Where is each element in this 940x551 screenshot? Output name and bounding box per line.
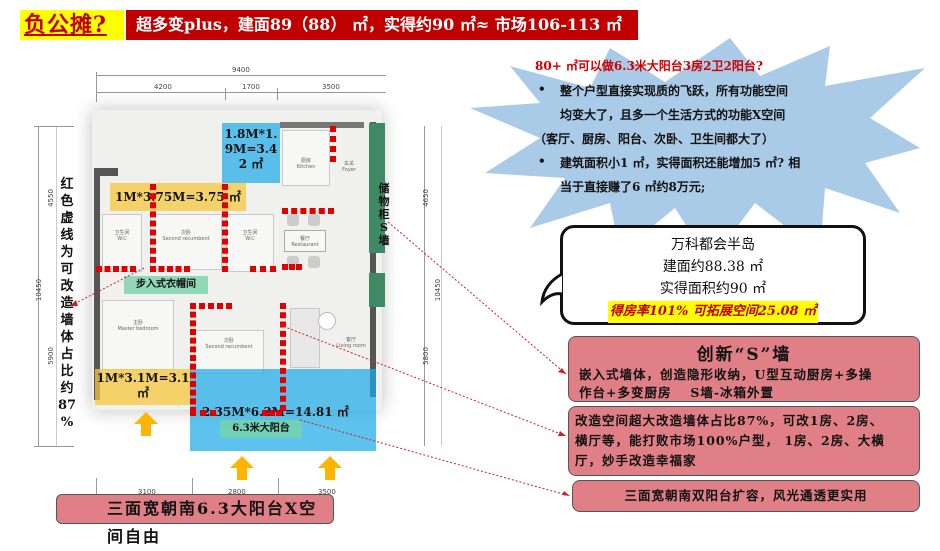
dim-top-seg: 4200 [154, 83, 172, 91]
renovation-line: 横厅等，能打败市场100%户型， 1房、2房、大横 [575, 433, 885, 448]
starburst-shape [470, 38, 925, 263]
connector-lines [69, 221, 571, 497]
dim-top-total: 9400 [232, 66, 250, 74]
s-wall-line: 作台+多变厨房 S墙-冰箱外置 [579, 385, 775, 400]
modifiable-wall [150, 266, 190, 272]
dim-tick [96, 72, 97, 102]
s-wall-title: 创新“S”墙 [696, 345, 792, 365]
chair-icon [287, 214, 299, 226]
burst-text-line: 均变大了，且多一个生活方式的功能X空间 [560, 108, 786, 122]
efficiency-highlight: 得房率101% 可拓展空间25.08 ㎡ [607, 301, 819, 323]
modifiable-wall [330, 126, 336, 162]
south-facing-text: 三面宽朝南双阳台扩容，风光通透更实用 [624, 488, 868, 503]
chair-icon [308, 256, 320, 268]
dim-tick [34, 126, 74, 127]
dim-line-left-total [38, 126, 39, 446]
sofa-icon [290, 308, 320, 368]
room-restaurant: 餐厅 Restaurant [284, 230, 326, 252]
wall [280, 122, 364, 128]
dim-tick [225, 88, 226, 100]
dim-bottom-seg: 3500 [318, 488, 336, 496]
blue-zone-top: 1.8M*1. 9M=3.4 2 ㎡ [222, 123, 280, 183]
dim-line-top-segments [96, 92, 386, 93]
burst-text-line: 整个户型直接实现质的飞跃，所有功能空间 [560, 84, 789, 98]
south-facing-box: 三面宽朝南双阳台扩容，风光通透更实用 [572, 480, 920, 512]
dim-tick [277, 88, 278, 100]
room-living-room: 客厅 Living room [336, 337, 366, 349]
burst-title: 80+ ㎡可以做6.3米大阳台3房2卫2阳台? [535, 59, 763, 73]
s-wall-box: 创新“S”墙 嵌入式墙体，创造隐形收纳，U型互动厨房+多操 作台+多变厨房 S墙… [568, 336, 920, 402]
modifiable-wall [262, 410, 282, 416]
room-kitchen: 厨房 Kitchen [282, 130, 330, 186]
left-vertical-note: 红 色 虚 线 为 可 改 造 墙 体 占 比 约 87 % [57, 177, 77, 430]
dim-tick [96, 478, 97, 498]
arrow-up-icon [134, 412, 158, 436]
wall [370, 122, 376, 397]
modifiable-wall [190, 410, 216, 416]
storage-tag: 储 物 柜 S 墙 [378, 182, 390, 247]
burst-text-line: 当于直接赚了6 ㎡约8万元; [560, 180, 706, 194]
build-area: 建面约88.38 ㎡ [662, 259, 764, 275]
modifiable-wall [282, 208, 334, 214]
room-second-bedroom-top: 次卧 Second recumbent [150, 214, 222, 270]
modifiable-wall [96, 266, 136, 272]
dim-top-seg: 1700 [242, 83, 260, 91]
storage-s-wall [369, 123, 385, 253]
header-tag: 负公摊? [20, 10, 124, 40]
burst-text-line: （客厅、厨房、阳台、次卧、卫生间都大了） [534, 132, 775, 146]
modifiable-wall [280, 303, 286, 411]
wall [94, 168, 100, 400]
dim-tick [34, 446, 74, 447]
dim-line-right-total [424, 126, 425, 446]
wall [94, 168, 118, 176]
bullet-dot-icon: • [538, 82, 546, 96]
dim-bottom-seg: 2800 [228, 488, 246, 496]
dim-line-right-seg [441, 126, 442, 446]
cloakroom-tag: 步入式衣帽间 [124, 276, 208, 294]
modifiable-wall [282, 264, 302, 270]
dim-line-top-total [96, 75, 386, 76]
arrow-up-icon [318, 456, 342, 480]
arrow-up-icon [230, 456, 254, 480]
bottom-banner: 三面宽朝南6.3大阳台X空间自由 [56, 494, 334, 546]
chair-icon [308, 214, 320, 226]
room-wc-1: 卫生间 W.C [102, 214, 142, 272]
dim-tick [278, 478, 279, 498]
renovation-line: 厅，妙手改造幸福家 [575, 453, 697, 468]
dim-bottom-seg: 3100 [138, 488, 156, 496]
burst-text-line: 建筑面积小1 ㎡，实得面积还能增加5 ㎡? 相 [560, 156, 801, 170]
dim-line-left-seg [56, 126, 57, 446]
yellow-zone-bottom: 1M*3.1M=3.1 ㎡ [95, 369, 191, 405]
armchair-icon [318, 312, 336, 330]
dim-top-seg: 3500 [322, 83, 340, 91]
project-name: 万科都会半岛 [671, 237, 755, 253]
callout-tail-icon [540, 272, 563, 307]
usable-area: 实得面积约90 ㎡ [659, 281, 767, 297]
room-foyer: 玄关 Foyer [342, 161, 356, 173]
renovation-line: 改造空间超大改造墙体占比87%，可改1房、2房、 [575, 413, 884, 428]
balcony-tag: 6.3米大阳台 [220, 420, 302, 438]
dim-tick [192, 478, 193, 498]
bullet-dot-icon: • [538, 154, 546, 168]
storage-s-wall [369, 273, 385, 307]
s-wall-line: 嵌入式墙体，创造隐形收纳，U型互动厨房+多操 [579, 367, 873, 382]
project-callout: 万科都会半岛 建面约88.38 ㎡ 实得面积约90 ㎡ 得房率101% 可拓展空… [560, 225, 866, 325]
modifiable-wall [250, 266, 276, 272]
modifiable-wall [190, 303, 232, 309]
modifiable-wall [222, 184, 228, 272]
renovation-box: 改造空间超大改造墙体占比87%，可改1房、2房、 横厅等，能打败市场100%户型… [568, 406, 920, 476]
header-bar: 超多变plus，建面89（88） ㎡，实得约90 ㎡≈ 市场106-113 ㎡ [126, 10, 638, 40]
